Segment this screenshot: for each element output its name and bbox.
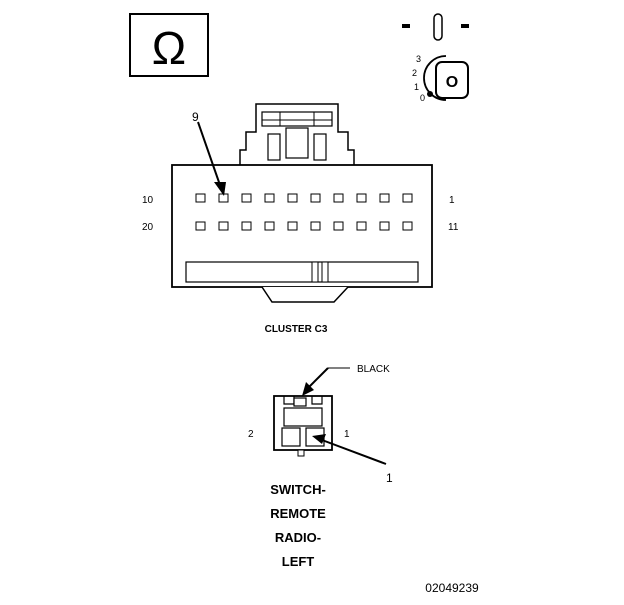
switch-title-line-3: RADIO- (275, 530, 321, 545)
switch-remote-radio-left-connector: BLACK 2 1 1 SWITCH- REMOTE RADIO- LEFT (248, 364, 393, 569)
switch-pin-callout: 1 (386, 471, 393, 485)
pin-1-arrow-icon (312, 434, 326, 444)
switch-pin-left-label: 2 (248, 429, 254, 440)
cluster-c3-connector: 9 10 1 20 11 CLUSTER C3 (142, 103, 459, 335)
svg-text:O: O (446, 74, 458, 91)
switch-title-line-4: LEFT (282, 554, 315, 569)
cluster-row1-left-label: 10 (142, 195, 154, 206)
ohmmeter-icon: Ω (129, 13, 209, 77)
cluster-connector-name: CLUSTER C3 (265, 324, 328, 335)
switch-color-label: BLACK (357, 364, 390, 375)
pin-9-leader-line (197, 121, 222, 189)
cluster-pin-callout: 9 (192, 110, 199, 124)
ignition-position-2: 2 (412, 68, 417, 78)
cluster-row2-left-label: 20 (142, 222, 154, 233)
figure-id: 02049239 (425, 581, 479, 595)
cluster-pin-row-1 (195, 193, 413, 203)
switch-pin-right-label: 1 (344, 429, 350, 440)
cluster-row2-right-label: 11 (448, 222, 459, 233)
cluster-pin-row-2 (195, 221, 413, 231)
switch-title-line-1: SWITCH- (270, 482, 326, 497)
ignition-position-0: 0 (420, 93, 425, 103)
ignition-position-1: 1 (414, 82, 419, 92)
svg-text:Ω: Ω (152, 22, 186, 74)
pin-9-arrow-icon (214, 182, 226, 196)
ignition-position-3: 3 (416, 54, 421, 64)
switch-title-line-2: REMOTE (270, 506, 326, 521)
cluster-row1-right-label: 1 (449, 195, 455, 206)
ignition-switch-icon: 3 2 1 0 O (402, 13, 469, 103)
black-arrow-icon (302, 382, 314, 396)
